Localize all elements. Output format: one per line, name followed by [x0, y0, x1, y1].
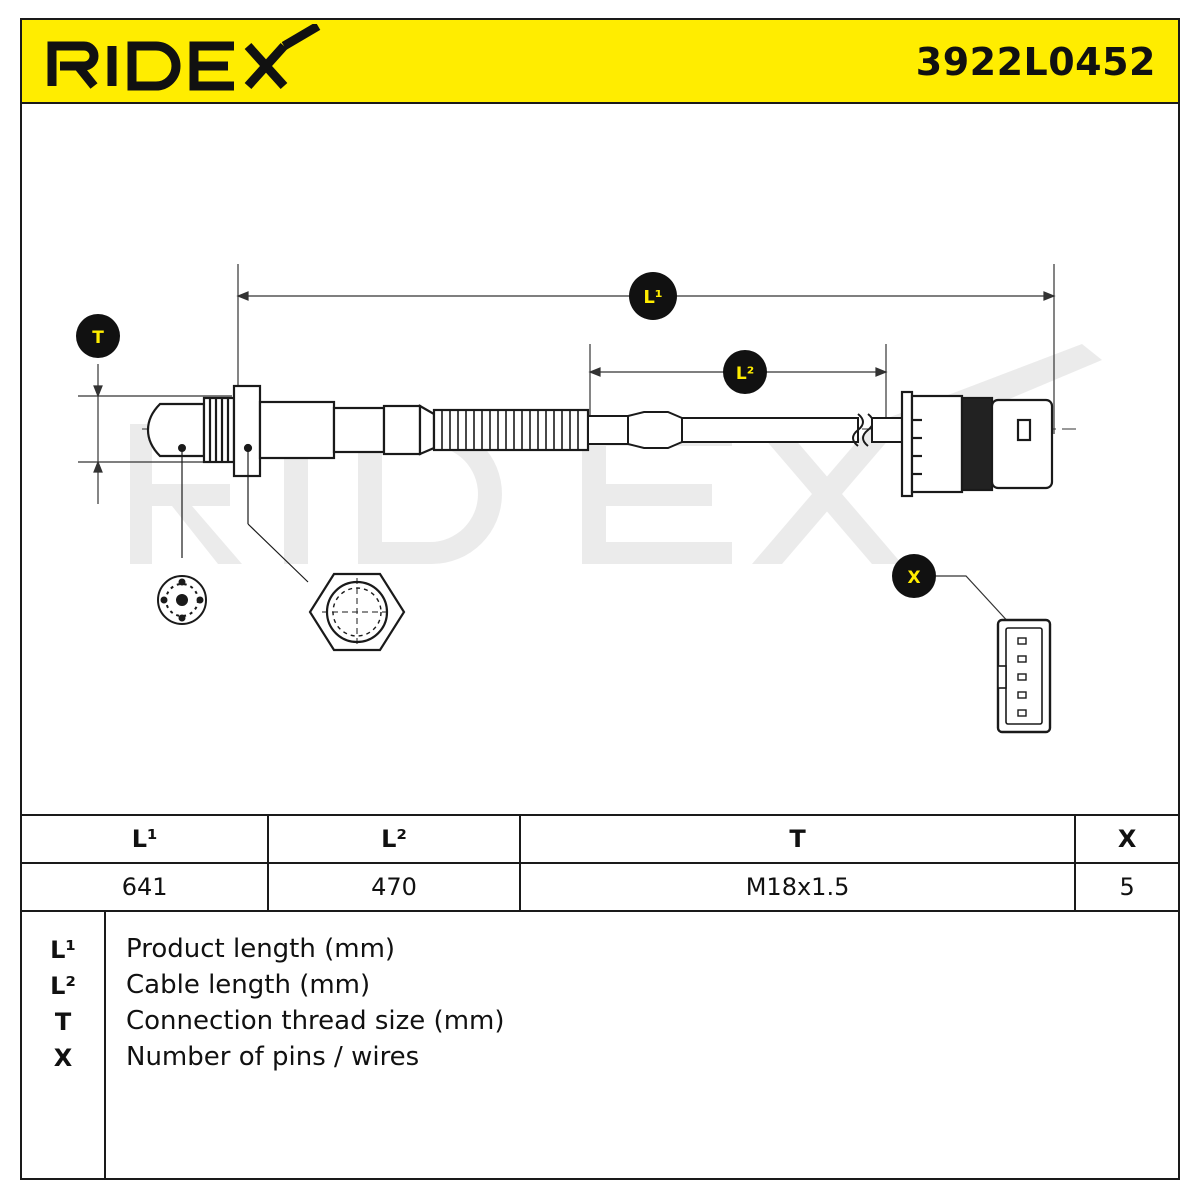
- legend-item: L² Cable length (mm): [22, 968, 1178, 1004]
- legend-text: Cable length (mm): [126, 970, 371, 1000]
- label-circle-t: [76, 314, 120, 358]
- header-bar: 3922L0452: [22, 20, 1178, 104]
- sensor-tip-end-view: [157, 444, 207, 625]
- label-circle-l1: [629, 272, 677, 320]
- connector-side-view: [900, 390, 1054, 498]
- legend-text: Number of pins / wires: [126, 1042, 420, 1072]
- label-l1: L¹: [643, 287, 662, 308]
- spec-header-t: T: [519, 814, 1077, 863]
- legend-item: T Connection thread size (mm): [22, 1004, 1178, 1040]
- legend: L¹ Product length (mm) L² Cable length (…: [22, 910, 1178, 1180]
- legend-key: X: [53, 1044, 73, 1072]
- hex-nut-end-view: [243, 443, 406, 652]
- product-sheet: 3922L0452 L¹: [20, 18, 1180, 1180]
- part-number: 3922L0452: [915, 40, 1156, 84]
- legend-text: Product length (mm): [126, 934, 396, 964]
- label-circle-x: [892, 554, 936, 598]
- legend-divider: [104, 912, 106, 1180]
- legend-text: Connection thread size (mm): [126, 1006, 505, 1036]
- label-x: X: [907, 568, 920, 588]
- spec-table: L¹ L² T X 641 470 M18x1.5 5: [22, 814, 1178, 910]
- spec-table-header-row: L¹ L² T X: [22, 814, 1178, 863]
- spec-value-x: 5: [1075, 862, 1178, 910]
- label-t: T: [92, 328, 104, 348]
- label-l2: L²: [736, 364, 754, 384]
- legend-key: L²: [50, 972, 76, 1000]
- label-x-leader: [936, 575, 1013, 627]
- connector-front-view: [996, 618, 1052, 734]
- legend-item: L¹ Product length (mm): [22, 932, 1178, 968]
- ridex-logo: [47, 24, 321, 91]
- sensor-sleeve-ribs: [441, 410, 579, 450]
- spec-value-l1: 641: [22, 862, 270, 910]
- sensor-technical-drawing: L¹ L² T: [76, 264, 1102, 734]
- legend-key: T: [54, 1008, 72, 1036]
- legend-key: L¹: [50, 936, 76, 964]
- legend-item: X Number of pins / wires: [22, 1040, 1178, 1076]
- label-circle-l2: [723, 350, 767, 394]
- spec-header-x: X: [1075, 814, 1178, 863]
- dimension-t: [78, 364, 232, 504]
- spec-value-t: M18x1.5: [519, 862, 1077, 910]
- sensor-cable: [587, 411, 903, 449]
- spec-header-l1: L¹: [22, 814, 270, 863]
- spec-header-l2: L²: [268, 814, 521, 863]
- spec-value-l2: 470: [268, 862, 521, 910]
- spec-table-value-row: 641 470 M18x1.5 5: [22, 862, 1178, 910]
